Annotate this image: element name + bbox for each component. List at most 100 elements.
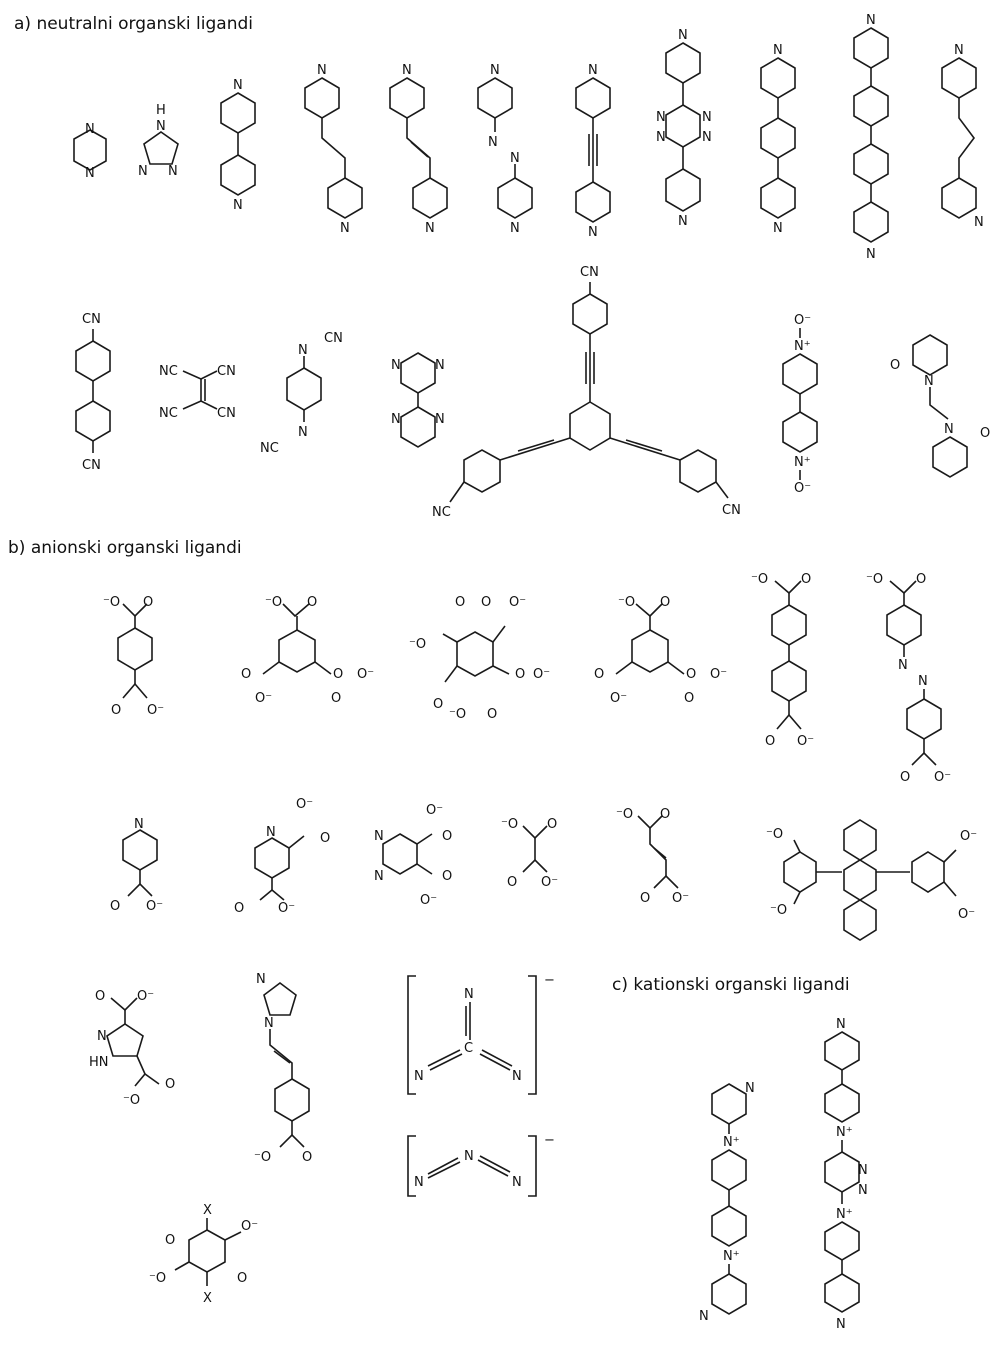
atom-label-o: O — [165, 1233, 175, 1248]
molecule-tris-cyanophenylethynyl-benzene: CN NC CN — [432, 265, 741, 520]
atom-label-n: N — [402, 63, 412, 78]
atom-label-o-minus: O⁻ — [960, 829, 977, 844]
atom-label-o: O — [320, 831, 330, 846]
atom-label-n: N — [699, 1309, 709, 1324]
atom-label-o-minus: O⁻ — [357, 667, 374, 682]
atom-label-cn: CN — [217, 406, 236, 421]
atom-label-n: N — [488, 135, 498, 150]
atom-label-o-minus: O⁻ — [146, 899, 163, 914]
atom-label-o-minus: O⁻ — [794, 481, 811, 496]
atom-label-o-minus: O⁻ — [541, 875, 558, 890]
molecule-triazole: H N N N — [138, 103, 179, 179]
heading-anionic-ligands: b) anionski organski ligandi — [8, 538, 242, 558]
atom-label-o-minus: O⁻ — [610, 691, 627, 706]
atom-label-o-minus: O⁻ — [958, 907, 975, 922]
atom-label-n: N — [391, 358, 401, 373]
atom-label-n: N — [588, 63, 598, 78]
atom-label-o: O — [980, 426, 990, 441]
molecule-dipyridyltetrazine: N N N N N N — [656, 28, 712, 229]
atom-label-n: N — [773, 221, 783, 236]
heading-neutral-ligands: a) neutralni organski ligandi — [14, 14, 254, 34]
atom-label-n: N — [510, 221, 520, 236]
atom-label-n: N — [85, 122, 95, 137]
atom-label-o: O — [433, 697, 443, 712]
atom-label-n: N — [264, 1016, 274, 1031]
atom-label-n: N — [745, 1081, 755, 1096]
atom-label-o: O — [110, 899, 120, 914]
atom-label-n: N — [340, 221, 350, 236]
atom-label-n: N — [85, 166, 95, 181]
molecule-oxalate: ⁻O O O O⁻ — [501, 817, 558, 890]
atom-label-n: N — [414, 1175, 424, 1190]
molecule-bis-3-pyridyl-viologen: N N⁺ N⁺ N — [699, 1081, 755, 1324]
molecule-tricyanomethanide: − N C N N — [407, 973, 555, 1095]
atom-label-n: N — [156, 119, 166, 134]
atom-label-n: N — [464, 987, 474, 1002]
molecule-bispyridonylethane: O N N O — [890, 334, 990, 478]
atom-label-o: O — [547, 817, 557, 832]
molecule-pyridazine-bis-pyridinium: N N⁺ N N N⁺ N — [824, 1017, 868, 1332]
molecule-pyrazoledicarboxylate: O O⁻ N HN O ⁻O — [89, 989, 175, 1108]
atom-label-cn: CN — [580, 265, 599, 280]
atom-label-n: N — [512, 1069, 522, 1084]
atom-label-n: N — [435, 412, 445, 427]
atom-label-o: O — [515, 667, 525, 682]
atom-label-minus-o: ⁻O — [449, 707, 466, 722]
atom-label-x: X — [203, 1291, 212, 1306]
atom-label-nc: NC — [432, 505, 451, 520]
atom-label-o: O — [333, 667, 343, 682]
atom-label-o-minus: O⁻ — [241, 1219, 258, 1234]
atom-label-o-minus: O⁻ — [934, 770, 951, 785]
atom-label-o: O — [900, 770, 910, 785]
atom-label-o-minus: O⁻ — [533, 667, 550, 682]
atom-label-o-minus: O⁻ — [147, 703, 164, 718]
atom-label-n-plus: N⁺ — [794, 455, 811, 470]
atom-label-n: N — [588, 225, 598, 240]
atom-label-cn: CN — [82, 312, 101, 327]
atom-label-o-minus: O⁻ — [296, 797, 313, 812]
atom-label-o: O — [890, 358, 900, 373]
molecule-biphenyldicarboxylate: ⁻O O O O⁻ — [751, 572, 814, 749]
molecule-trimesate: ⁻O O O O⁻ O O⁻ O — [241, 595, 374, 706]
atom-label-o: O — [801, 572, 811, 587]
atom-label-o: O — [302, 1150, 312, 1165]
atom-label-n: N — [414, 1069, 424, 1084]
molecule-bispyridylethane: N N — [304, 63, 363, 236]
heading-cationic-ligands: c) kationski organski ligandi — [612, 975, 850, 995]
atom-label-n: N — [512, 1175, 522, 1190]
molecule-bipyrimidine: N N N N — [391, 352, 445, 448]
atom-label-n: N — [435, 358, 445, 373]
atom-label-o: O — [916, 572, 926, 587]
charge-minus: − — [544, 973, 555, 988]
atom-label-n: N — [490, 63, 500, 78]
atom-label-n: N — [233, 198, 243, 213]
atom-label-nc: NC — [159, 406, 178, 421]
atom-label-o-minus: O⁻ — [672, 891, 689, 906]
molecule-azopyridine: N N N N — [477, 63, 533, 236]
atom-label-nc: NC — [159, 364, 178, 379]
atom-label-o: O — [507, 875, 517, 890]
atom-label-minus-o: ⁻O — [866, 572, 883, 587]
atom-label-n-plus: N⁺ — [794, 339, 811, 354]
atom-label-n: N — [773, 43, 783, 58]
atom-label-minus-o: ⁻O — [618, 595, 635, 610]
atom-label-o-minus: O⁻ — [420, 893, 437, 908]
atom-label-o: O — [307, 595, 317, 610]
atom-label-o: O — [241, 667, 251, 682]
molecule-pyromellitate: O O O⁻ ⁻O O O⁻ O ⁻O O — [409, 595, 550, 722]
atom-label-o: O — [765, 734, 775, 749]
atom-label-n: N — [918, 674, 928, 689]
atom-label-o-minus: O⁻ — [137, 989, 154, 1004]
atom-label-minus-o: ⁻O — [103, 595, 120, 610]
atom-label-n-plus: N⁺ — [723, 1135, 740, 1150]
atom-label-n: N — [298, 343, 308, 358]
atom-label-n: N — [138, 164, 148, 179]
atom-label-cn: CN — [324, 331, 343, 346]
atom-label-minus-o: ⁻O — [149, 1271, 166, 1286]
atom-label-n: N — [510, 151, 520, 166]
molecule-dihydroxybenzoquinone: X O O⁻ ⁻O O X — [149, 1203, 258, 1306]
atom-label-o-minus: O⁻ — [797, 734, 814, 749]
atom-label-n: N — [866, 247, 876, 262]
atom-label-n: N — [134, 817, 144, 832]
atom-label-n: N — [858, 1183, 868, 1198]
